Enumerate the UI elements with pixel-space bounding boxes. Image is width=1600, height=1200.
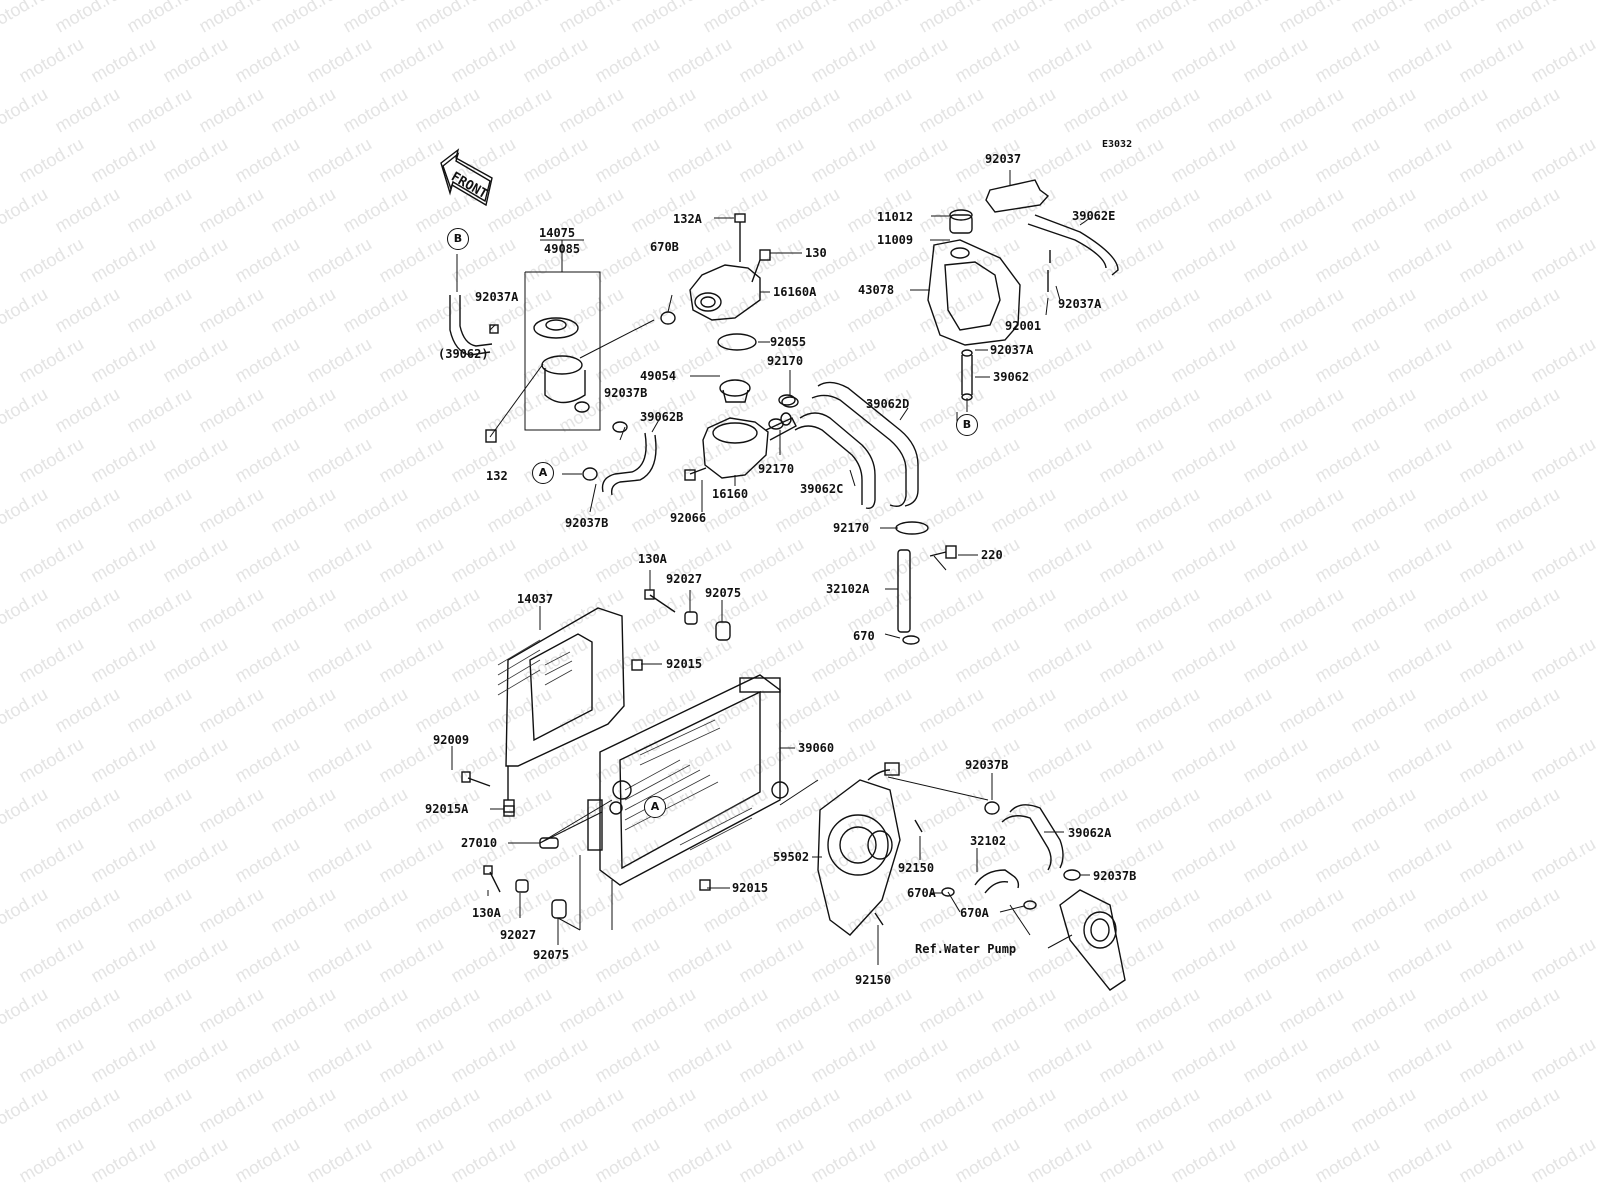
- reservoir-tank: [927, 179, 1119, 401]
- part-label-92170-a: 92170: [767, 354, 804, 368]
- diagram-code: E3032: [1102, 139, 1133, 150]
- part-label-16160a: 16160A: [773, 285, 817, 299]
- callout-a-lower: A: [644, 796, 666, 818]
- part-label-92066: 92066: [670, 511, 707, 525]
- part-label-132a: 132A: [673, 212, 702, 226]
- part-label-92001: 92001: [1005, 319, 1042, 333]
- part-label-92170-c: 92170: [833, 521, 870, 535]
- part-label-130: 130: [805, 246, 827, 260]
- part-label-92027-top: 92027: [666, 572, 703, 586]
- part-label-92009: 92009: [433, 733, 470, 747]
- callout-a-upper: A: [532, 462, 554, 484]
- part-label-92075-bottom: 92075: [533, 948, 570, 962]
- front-arrow-text: FRONT: [448, 170, 490, 203]
- part-label-92037: 92037: [985, 152, 1022, 166]
- part-label-92037b-mid: 92037B: [565, 516, 609, 530]
- radiator: [587, 674, 789, 886]
- part-label-39062-left: (39062): [438, 347, 489, 361]
- fan-assembly: [817, 762, 923, 936]
- part-label-14037: 14037: [517, 592, 554, 606]
- part-label-92037a-right: 92037A: [1058, 297, 1102, 311]
- part-label-92015-top: 92015: [666, 657, 703, 671]
- part-label-39062-right: 39062: [993, 370, 1030, 384]
- part-label-92170-b: 92170: [758, 462, 795, 476]
- callout-b-right: B: [956, 414, 978, 436]
- front-arrow-icon: FRONT: [440, 148, 493, 207]
- part-label-16160: 16160: [712, 487, 749, 501]
- thermostat-cover: [689, 213, 771, 403]
- part-label-132: 132: [486, 469, 508, 483]
- part-label-92027-bottom: 92027: [500, 928, 537, 942]
- part-label-14075: 14075: [539, 226, 576, 240]
- part-label-43078: 43078: [858, 283, 895, 297]
- part-label-32102: 32102: [970, 834, 1007, 848]
- part-label-670b: 670B: [650, 240, 679, 254]
- part-label-92075-top: 92075: [705, 586, 742, 600]
- part-label-39062a: 39062A: [1068, 826, 1112, 840]
- small-fasteners: [461, 589, 731, 919]
- part-label-39062e: 39062E: [1072, 209, 1116, 223]
- part-label-49085: 49085: [544, 242, 581, 256]
- callout-b-left: B: [447, 228, 469, 250]
- part-label-92037b-left: 92037B: [604, 386, 648, 400]
- part-label-670a-b: 670A: [960, 906, 989, 920]
- thermostat-housing: [684, 394, 799, 481]
- hoses-39062c-d: [794, 381, 919, 510]
- part-label-11012: 11012: [877, 210, 914, 224]
- part-label-39062d: 39062D: [866, 397, 910, 411]
- part-label-220: 220: [981, 548, 1003, 562]
- part-label-92037b-right: 92037B: [965, 758, 1009, 772]
- water-pump-cover: [941, 801, 1126, 991]
- part-label-39060: 39060: [798, 741, 835, 755]
- part-label-39062b: 39062B: [640, 410, 684, 424]
- part-label-49054: 49054: [640, 369, 677, 383]
- part-label-92015a: 92015A: [425, 802, 469, 816]
- radiator-shroud: [497, 607, 625, 813]
- leader-lines: [451, 170, 1091, 965]
- part-label-ref-water-pump: Ref.Water Pump: [915, 942, 1017, 956]
- part-label-27010: 27010: [461, 836, 498, 850]
- part-label-92055: 92055: [770, 335, 807, 349]
- part-label-92037a-left: 92037A: [475, 290, 519, 304]
- filler-neck-assembly: [449, 239, 676, 443]
- part-label-11009: 11009: [877, 233, 914, 247]
- part-label-92150-a: 92150: [898, 861, 935, 875]
- part-label-670: 670: [853, 629, 875, 643]
- part-label-92015-bottom: 92015: [732, 881, 769, 895]
- part-label-130a-bottom: 130A: [472, 906, 501, 920]
- hose-39062b: [610, 434, 657, 496]
- part-label-130a-top: 130A: [638, 552, 667, 566]
- part-label-92037a-right2: 92037A: [990, 343, 1034, 357]
- part-label-59502: 59502: [773, 850, 810, 864]
- part-label-39062c: 39062C: [800, 482, 844, 496]
- part-label-92150-b: 92150: [855, 973, 892, 987]
- part-label-670a-a: 670A: [907, 886, 936, 900]
- part-label-92037b-right2: 92037B: [1093, 869, 1137, 883]
- part-label-32102a: 32102A: [826, 582, 870, 596]
- pipe-32102a: [895, 521, 957, 645]
